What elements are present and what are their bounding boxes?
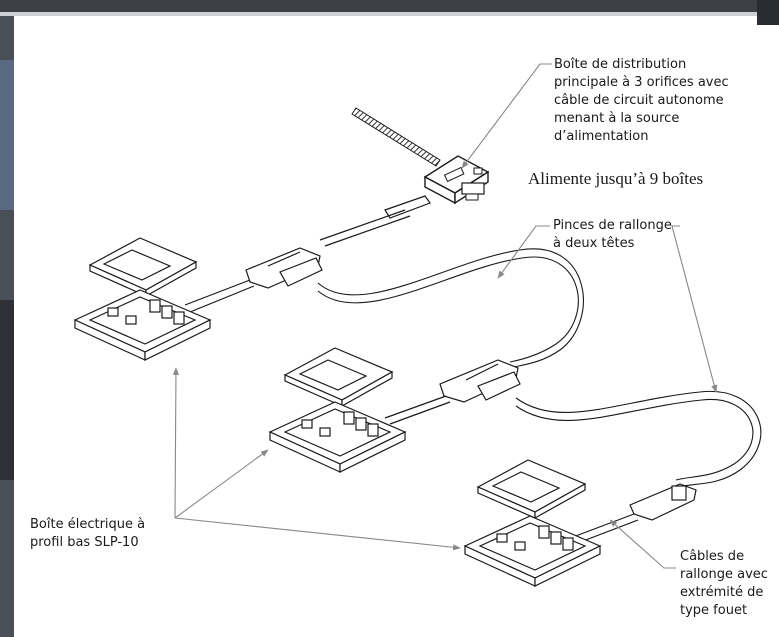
leader-lines: [172, 63, 718, 569]
callout-clamps-line: à deux têtes: [553, 236, 635, 251]
callout-main-box-line: câble de circuit autonome: [554, 93, 724, 108]
leader-main-box: [461, 63, 552, 169]
whip-end-connector[interactable]: [629, 483, 697, 521]
callout-cables: Câbles de rallonge avec extrémité de typ…: [680, 548, 768, 620]
callout-floor-box-line: profil bas SLP-10: [30, 535, 139, 550]
floor-box-bottom[interactable]: [463, 459, 602, 587]
extension-cable-2[interactable]: [515, 390, 762, 489]
callout-cables-line: extrémité de: [680, 585, 764, 600]
leader-floor-box-bottom: [174, 517, 461, 551]
callout-clamps-line: Pinces de rallonge: [553, 218, 672, 233]
trunk-cable: [319, 195, 431, 247]
floor-box-top[interactable]: [73, 237, 212, 361]
leader-floor-box-top: [172, 367, 180, 519]
leader-cables: [609, 519, 676, 569]
callout-cables-line: Câbles de: [680, 549, 745, 564]
callout-main-box-line: d’alimentation: [554, 129, 649, 144]
extension-cable-middle: [384, 395, 451, 425]
leader-floor-box-middle: [174, 449, 269, 519]
callout-floor-box-line: Boîte électrique à: [30, 517, 146, 532]
double-head-clamp-2[interactable]: [439, 359, 521, 403]
callout-main-box-line: principale à 3 orifices avec: [554, 75, 729, 90]
leader-clamp-2: [671, 225, 718, 393]
leader-clamp-1: [497, 225, 550, 279]
callout-cables-line: rallonge avec: [680, 567, 768, 582]
main-distribution-box[interactable]: [423, 155, 490, 205]
callout-floor-box: Boîte électrique à profil bas SLP-10: [30, 516, 145, 552]
power-source-cable: [351, 107, 441, 167]
double-head-clamp-1[interactable]: [245, 247, 323, 289]
callout-main-box-line: Boîte de distribution: [554, 57, 687, 72]
extension-cable-1[interactable]: [317, 248, 584, 369]
callout-clamps: Pinces de rallonge à deux têtes: [553, 217, 672, 253]
feed-capacity-note: Alimente jusqu’à 9 boîtes: [528, 169, 704, 188]
floor-box-middle[interactable]: [268, 347, 407, 473]
callout-cables-line: type fouet: [680, 603, 748, 618]
extension-cable-top: [184, 279, 255, 313]
callout-main-box: Boîte de distribution principale à 3 ori…: [554, 56, 729, 146]
callout-main-box-line: menant à la source: [554, 111, 680, 126]
